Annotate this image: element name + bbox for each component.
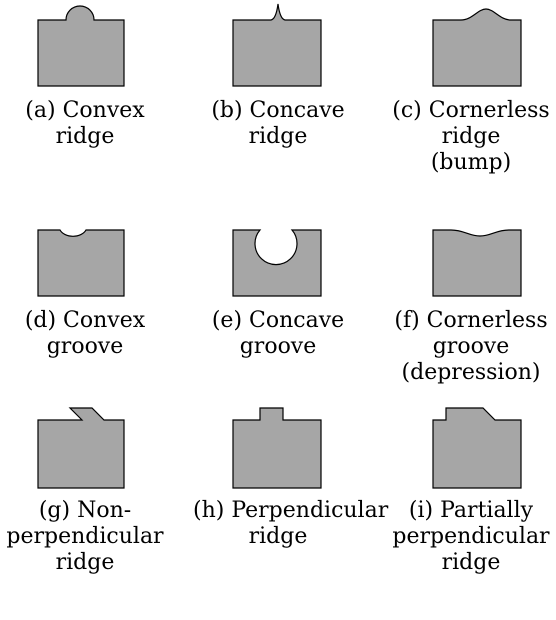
caption-concave-ridge: (b) Concave ridge [193, 98, 363, 150]
caption-convex-ridge: (a) Convex ridge [0, 98, 170, 150]
perpendicular-ridge-shape [232, 407, 322, 489]
caption-line: ridge [248, 524, 308, 549]
caption-line: ridge [248, 124, 308, 149]
caption-cornerless-groove: (f) Cornerless groove (depression) [386, 308, 556, 386]
caption-line: (f) Cornerless [394, 308, 548, 333]
caption-line: (h) Perpendicular [193, 498, 389, 523]
caption-perpendicular-ridge: (h) Perpendicular ridge [193, 498, 389, 550]
partially-perpendicular-ridge-shape [432, 407, 522, 489]
caption-line: ridge [441, 124, 501, 149]
cornerless-ridge-shape [432, 8, 522, 87]
caption-line: groove [46, 334, 124, 359]
caption-line: (depression) [401, 360, 541, 385]
caption-line: (bump) [430, 150, 512, 175]
caption-concave-groove: (e) Concave groove [193, 308, 363, 360]
convex-ridge-shape [37, 5, 125, 87]
caption-cornerless-ridge: (c) Cornerless ridge (bump) [386, 98, 556, 176]
cornerless-groove-shape [432, 229, 522, 297]
caption-line: ridge [55, 550, 115, 575]
caption-line: groove [432, 334, 510, 359]
caption-line: (d) Convex [24, 308, 146, 333]
caption-line: (a) Convex [25, 98, 145, 123]
caption-non-perpendicular-ridge: (g) Non- perpendicular ridge [0, 498, 170, 576]
concave-groove-shape [232, 229, 322, 297]
caption-partially-perpendicular-ridge: (i) Partially perpendicular ridge [386, 498, 556, 576]
convex-groove-shape [37, 229, 125, 297]
concave-ridge-shape [232, 3, 322, 87]
caption-line: groove [239, 334, 317, 359]
caption-convex-groove: (d) Convex groove [0, 308, 170, 360]
caption-line: perpendicular [6, 524, 164, 549]
caption-line: (i) Partially [408, 498, 534, 523]
non-perpendicular-ridge-shape [37, 407, 125, 489]
caption-line: (g) Non- [38, 498, 132, 523]
caption-line: perpendicular [392, 524, 550, 549]
caption-line: (b) Concave [211, 98, 345, 123]
caption-line: (c) Cornerless [392, 98, 550, 123]
caption-line: ridge [441, 550, 501, 575]
caption-line: ridge [55, 124, 115, 149]
caption-line: (e) Concave [211, 308, 345, 333]
